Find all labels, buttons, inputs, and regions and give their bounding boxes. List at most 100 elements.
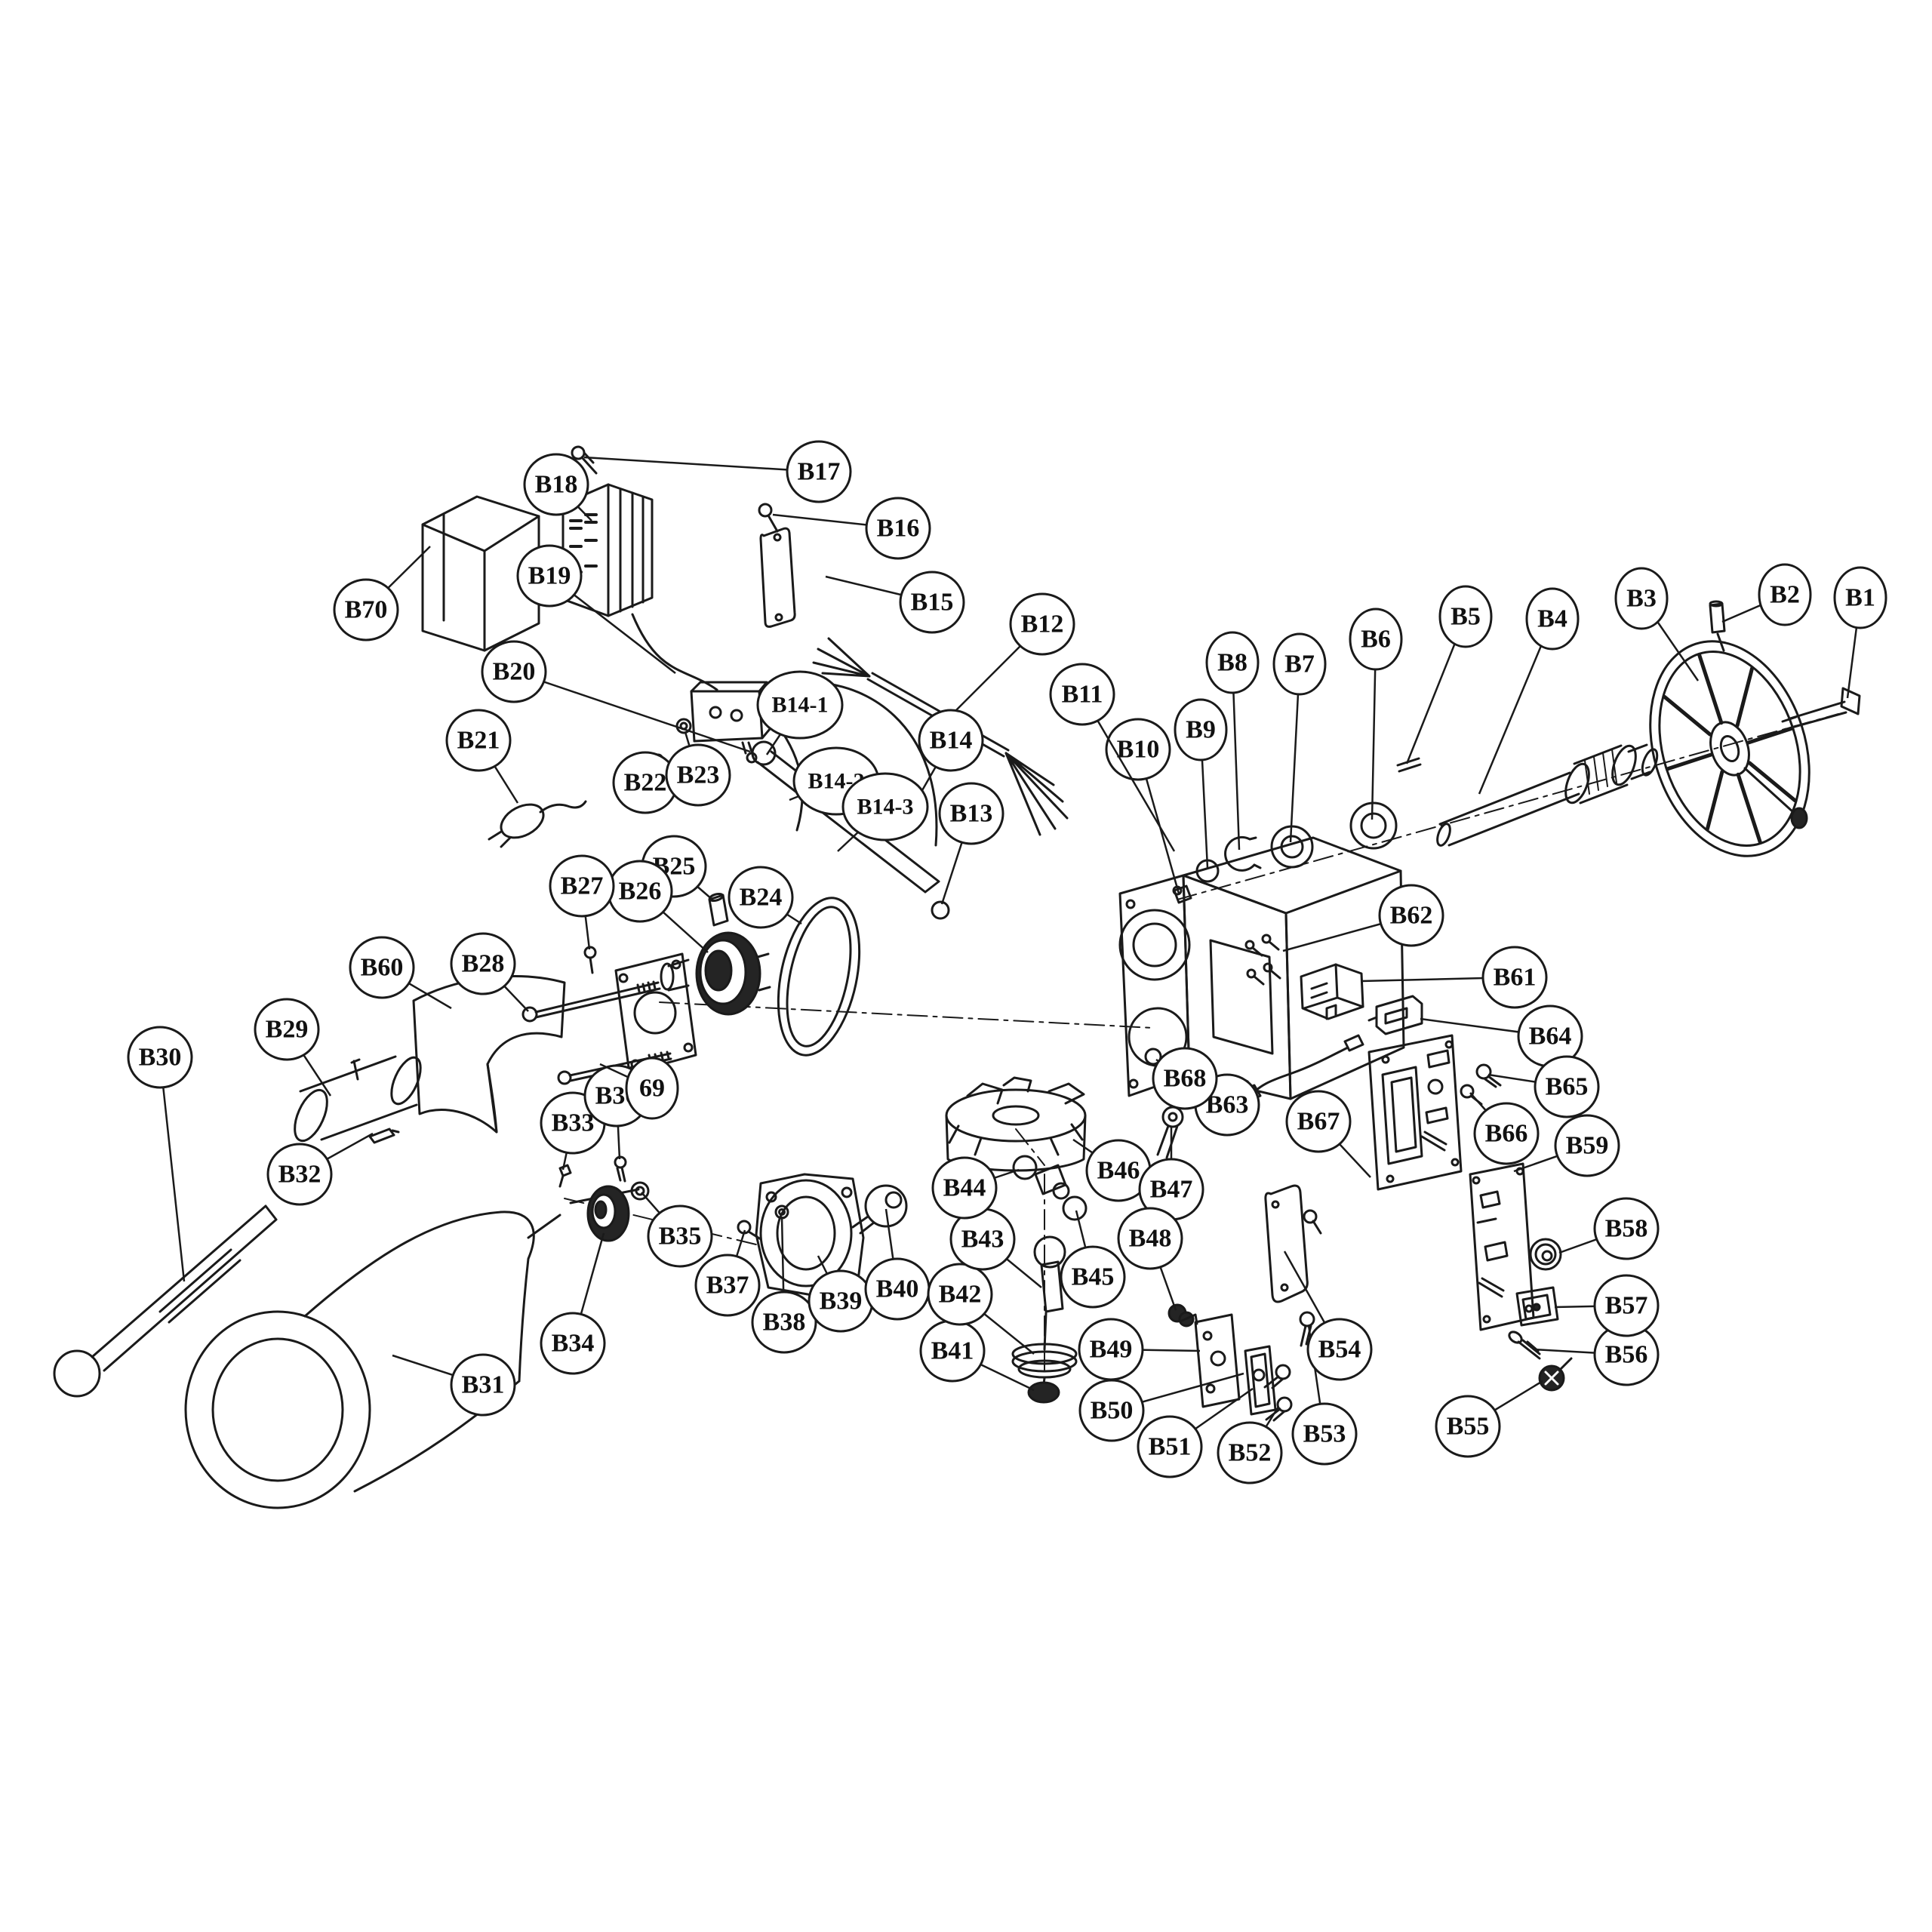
part-knob-b55 xyxy=(1538,1357,1573,1392)
part-clutch-hub-b34 xyxy=(569,1181,650,1242)
part-setscrew-handwheel xyxy=(1743,767,1808,829)
part-knob-b40 xyxy=(851,1184,908,1235)
callout-circle xyxy=(1291,1402,1358,1466)
callout-B15: B15 xyxy=(825,571,965,634)
callout-B2: B2 xyxy=(1721,563,1812,626)
part-pin-b32 xyxy=(368,1128,400,1144)
callout-B61: B61 xyxy=(1361,946,1548,1009)
callout-circle xyxy=(1614,567,1669,630)
callout-B60: B60 xyxy=(349,936,452,1010)
part-block-b64 xyxy=(1367,995,1423,1035)
callout-label: B2 xyxy=(1770,581,1800,609)
callout-B3: B3 xyxy=(1614,567,1700,681)
callout-B37: B37 xyxy=(694,1229,761,1317)
callout-B12: B12 xyxy=(949,592,1075,718)
callout-B28: B28 xyxy=(450,932,529,1012)
part-screw-b27 xyxy=(583,946,597,974)
callout-B56: B56 xyxy=(1533,1323,1660,1386)
callout-circle xyxy=(1435,1395,1501,1458)
part-bearing-b6 xyxy=(1349,801,1398,850)
callout-label: B48 xyxy=(1129,1225,1172,1253)
part-panel-b67 xyxy=(1367,1034,1463,1191)
callout-label: B43 xyxy=(961,1226,1004,1254)
callout-circle xyxy=(450,932,516,995)
part-screw-b56 xyxy=(1508,1331,1541,1360)
callout-circle xyxy=(927,1263,993,1326)
callout-label: B26 xyxy=(619,878,662,906)
callout-B24: B24 xyxy=(728,866,802,929)
part-key-b33 xyxy=(558,1164,572,1188)
callout-circle xyxy=(1217,1421,1283,1484)
part-grommet-b58 xyxy=(1529,1238,1562,1271)
callout-B20: B20 xyxy=(481,640,751,753)
callout-circle xyxy=(938,782,1004,845)
callout-label: B22 xyxy=(624,769,667,797)
callout-B50: B50 xyxy=(1078,1372,1244,1442)
callout-circle xyxy=(786,440,852,503)
callout-circle xyxy=(1060,1245,1126,1309)
callout-circle xyxy=(1285,1090,1352,1153)
callout-label: B34 xyxy=(552,1330,595,1358)
part-pin-b25 xyxy=(708,892,729,927)
part-handle-rod-b30 xyxy=(53,1204,278,1398)
callout-label: B49 xyxy=(1090,1336,1133,1364)
callout-B38: B38 xyxy=(751,1216,817,1354)
callout-B16: B16 xyxy=(772,497,931,560)
callout-circle xyxy=(1378,884,1444,947)
callout-label: B6 xyxy=(1361,626,1391,654)
callout-label: B45 xyxy=(1072,1263,1115,1291)
part-bolt-b47 xyxy=(1156,1106,1184,1159)
callout-B47: B47 xyxy=(1138,1128,1204,1221)
callout-B7: B7 xyxy=(1272,632,1327,843)
part-screw-b53 xyxy=(1299,1311,1315,1347)
leader-line xyxy=(158,1057,186,1282)
callout-B14-1: B14-1 xyxy=(756,670,844,755)
callout-label: B41 xyxy=(931,1337,974,1365)
part-capacitor-b29 xyxy=(294,1055,422,1143)
callout-label: B14-3 xyxy=(857,795,914,820)
leader-line xyxy=(1478,618,1554,795)
callout-circle xyxy=(931,1156,998,1220)
callout-circle xyxy=(918,709,984,772)
callout-B41: B41 xyxy=(919,1319,1035,1392)
callout-B23: B23 xyxy=(665,731,731,807)
callout-label: B31 xyxy=(462,1371,505,1399)
callout-circle xyxy=(647,1204,713,1268)
callout-label: B21 xyxy=(457,727,500,755)
callout-label: B39 xyxy=(820,1287,863,1315)
callout-circle xyxy=(1473,1102,1540,1165)
callout-label: B4 xyxy=(1537,605,1567,633)
part-bolt-b28 xyxy=(521,980,661,1023)
callout-circle xyxy=(1117,1207,1183,1270)
parts-layer xyxy=(53,445,1861,1509)
callout-label: B56 xyxy=(1605,1341,1648,1369)
callout-label: B5 xyxy=(1451,603,1481,631)
part-screws-b62 xyxy=(1244,934,1281,986)
callout-circle xyxy=(333,578,399,641)
callout-B29: B29 xyxy=(254,998,332,1097)
callout-circle xyxy=(1349,608,1403,671)
callouts-layer: B1B2B3B4B5B6B7B8B9B10B11B12B13B14B14-1B1… xyxy=(127,440,1887,1484)
callout-label: B46 xyxy=(1097,1157,1140,1185)
callout-B35: B35 xyxy=(641,1192,713,1268)
part-nut-b48 xyxy=(1168,1303,1195,1327)
callout-B27: B27 xyxy=(549,854,615,950)
callout-B4: B4 xyxy=(1478,587,1580,795)
callout-B5: B5 xyxy=(1405,585,1493,764)
callout-circle xyxy=(728,866,794,929)
callout-B53: B53 xyxy=(1291,1324,1358,1466)
callout-label: B55 xyxy=(1447,1413,1490,1441)
callout-circle xyxy=(481,640,547,703)
callout-circle xyxy=(694,1254,761,1317)
callout-label: B33 xyxy=(552,1109,595,1137)
callout-B45: B45 xyxy=(1060,1210,1126,1309)
callout-circle xyxy=(751,1291,817,1354)
part-cover-b70 xyxy=(421,495,540,652)
callout-label: B23 xyxy=(677,761,720,789)
part-clutch-pulley-b26 xyxy=(660,931,771,1016)
callout-label: B59 xyxy=(1566,1132,1609,1160)
callout-circle xyxy=(625,1057,679,1120)
callout-label: B14-1 xyxy=(772,693,829,718)
callout-circle xyxy=(899,571,965,634)
